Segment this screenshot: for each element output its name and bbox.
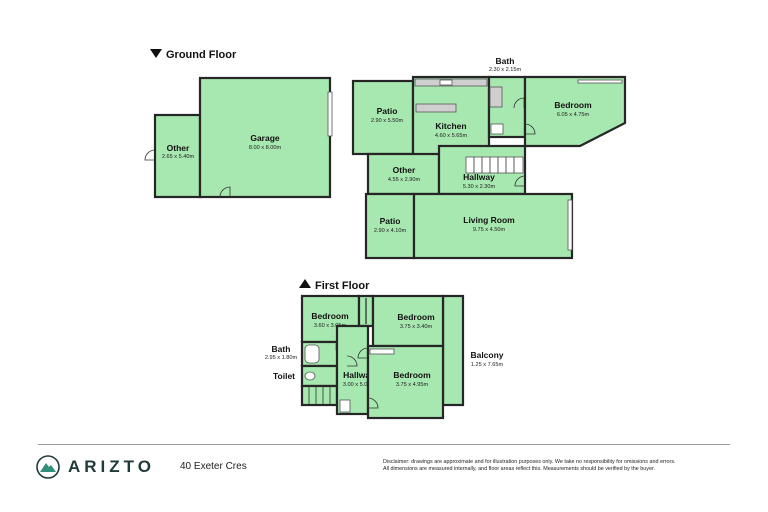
room-dimensions: 8.00 x 8.00m xyxy=(249,145,282,151)
room-label: Living Room xyxy=(463,215,515,225)
wardrobe-icon xyxy=(577,79,623,84)
room-label: Hallway xyxy=(463,172,495,182)
vanity-icon xyxy=(490,123,504,135)
room-dimensions: 2.30 x 2.15m xyxy=(489,67,522,73)
door-icon xyxy=(514,175,526,187)
room-garage xyxy=(198,76,332,199)
room-dimensions: 2.65 x 5.40m xyxy=(162,154,195,160)
room-dimensions: 3.00 x 5.00m xyxy=(343,382,376,388)
disclaimer: Disclaimer: drawings are approximate and… xyxy=(383,459,728,473)
garage-door-icon xyxy=(327,91,333,137)
brand-name: ARIZTO xyxy=(68,457,155,476)
stairs-first xyxy=(300,384,339,407)
room-dimensions: 9.75 x 4.50m xyxy=(473,227,506,233)
room-label: Bath xyxy=(496,56,515,66)
door-icon xyxy=(144,149,156,161)
door-icon xyxy=(346,355,358,367)
door-icon xyxy=(219,186,231,198)
room-dimensions: 3.75 x 3.40m xyxy=(400,324,433,330)
room-hallway-first xyxy=(335,324,370,416)
room-balcony xyxy=(441,294,465,407)
stair-treads xyxy=(308,386,331,405)
room-label: Garage xyxy=(250,133,280,143)
shower-icon xyxy=(489,86,503,108)
room-label: Other xyxy=(393,165,416,175)
room-bedroom-ground xyxy=(523,75,627,148)
room-dimensions: 2.90 x 4.10m xyxy=(374,228,407,234)
first-floor-title: First Floor xyxy=(315,280,370,292)
room-other-left xyxy=(153,113,202,199)
door-icon xyxy=(524,123,536,135)
room-label: Bedroom xyxy=(393,370,431,380)
first-floor: First Floor Balcony 1.25 x 7.65m Bedroom… xyxy=(265,279,504,420)
door-icon xyxy=(367,397,379,409)
bathtub-icon xyxy=(304,344,320,364)
disclaimer-line-1: Disclaimer: drawings are approximate and… xyxy=(383,459,676,465)
kitchen-island-icon xyxy=(415,103,457,113)
ground-floor: Ground Floor Other 2.65 x 5.40m Garage 8… xyxy=(144,49,627,260)
room-label: Other xyxy=(167,143,190,153)
toilet-icon xyxy=(304,371,316,381)
ground-floor-arrow-icon xyxy=(150,49,162,58)
mountain-logo-icon xyxy=(36,455,60,479)
room-dimensions: 3.60 x 3.05m xyxy=(314,323,347,329)
wardrobe-icon xyxy=(369,348,395,355)
window-icon xyxy=(567,199,573,251)
room-label: Toilet xyxy=(273,371,295,381)
room-dimensions: 6.05 x 4.75m xyxy=(557,112,590,118)
room-label: Hallway xyxy=(343,370,375,380)
door-icon xyxy=(357,347,369,359)
stair-treads xyxy=(473,157,515,173)
room-dimensions: 2.95 x 1.80m xyxy=(265,355,298,361)
brand-logo: ARIZTO xyxy=(36,455,155,479)
room-dimensions: 4.60 x 5.65m xyxy=(435,133,468,139)
room-label: Bedroom xyxy=(311,311,349,321)
room-label: Patio xyxy=(380,216,401,226)
footer-divider xyxy=(38,444,730,445)
disclaimer-line-2: All dimensions are measured internally, … xyxy=(383,466,655,472)
ground-floor-title: Ground Floor xyxy=(166,49,237,61)
room-label: Kitchen xyxy=(435,121,466,131)
room-label: Bedroom xyxy=(554,100,592,110)
room-dimensions: 2.90 x 5.50m xyxy=(371,118,404,124)
stairs-icon xyxy=(465,156,524,174)
room-dimensions: 5.30 x 2.30m xyxy=(463,184,496,190)
linen-cupboard-icon xyxy=(339,399,351,413)
room-dimensions: 3.75 x 4.95m xyxy=(396,382,429,388)
room-label: Balcony xyxy=(470,350,503,360)
room-dimensions: 4.55 x 2.90m xyxy=(388,177,421,183)
first-floor-arrow-icon xyxy=(299,279,311,288)
room-dimensions: 1.25 x 7.65m xyxy=(471,362,504,368)
room-label: Patio xyxy=(377,106,398,116)
sink-icon xyxy=(439,79,453,86)
room-patio-bottom xyxy=(364,192,416,260)
room-label: Bedroom xyxy=(397,312,435,322)
room-living xyxy=(412,192,574,260)
property-address: 40 Exeter Cres xyxy=(180,461,247,472)
room-bedroom-first-3 xyxy=(366,344,445,420)
room-label: Bath xyxy=(272,344,291,354)
